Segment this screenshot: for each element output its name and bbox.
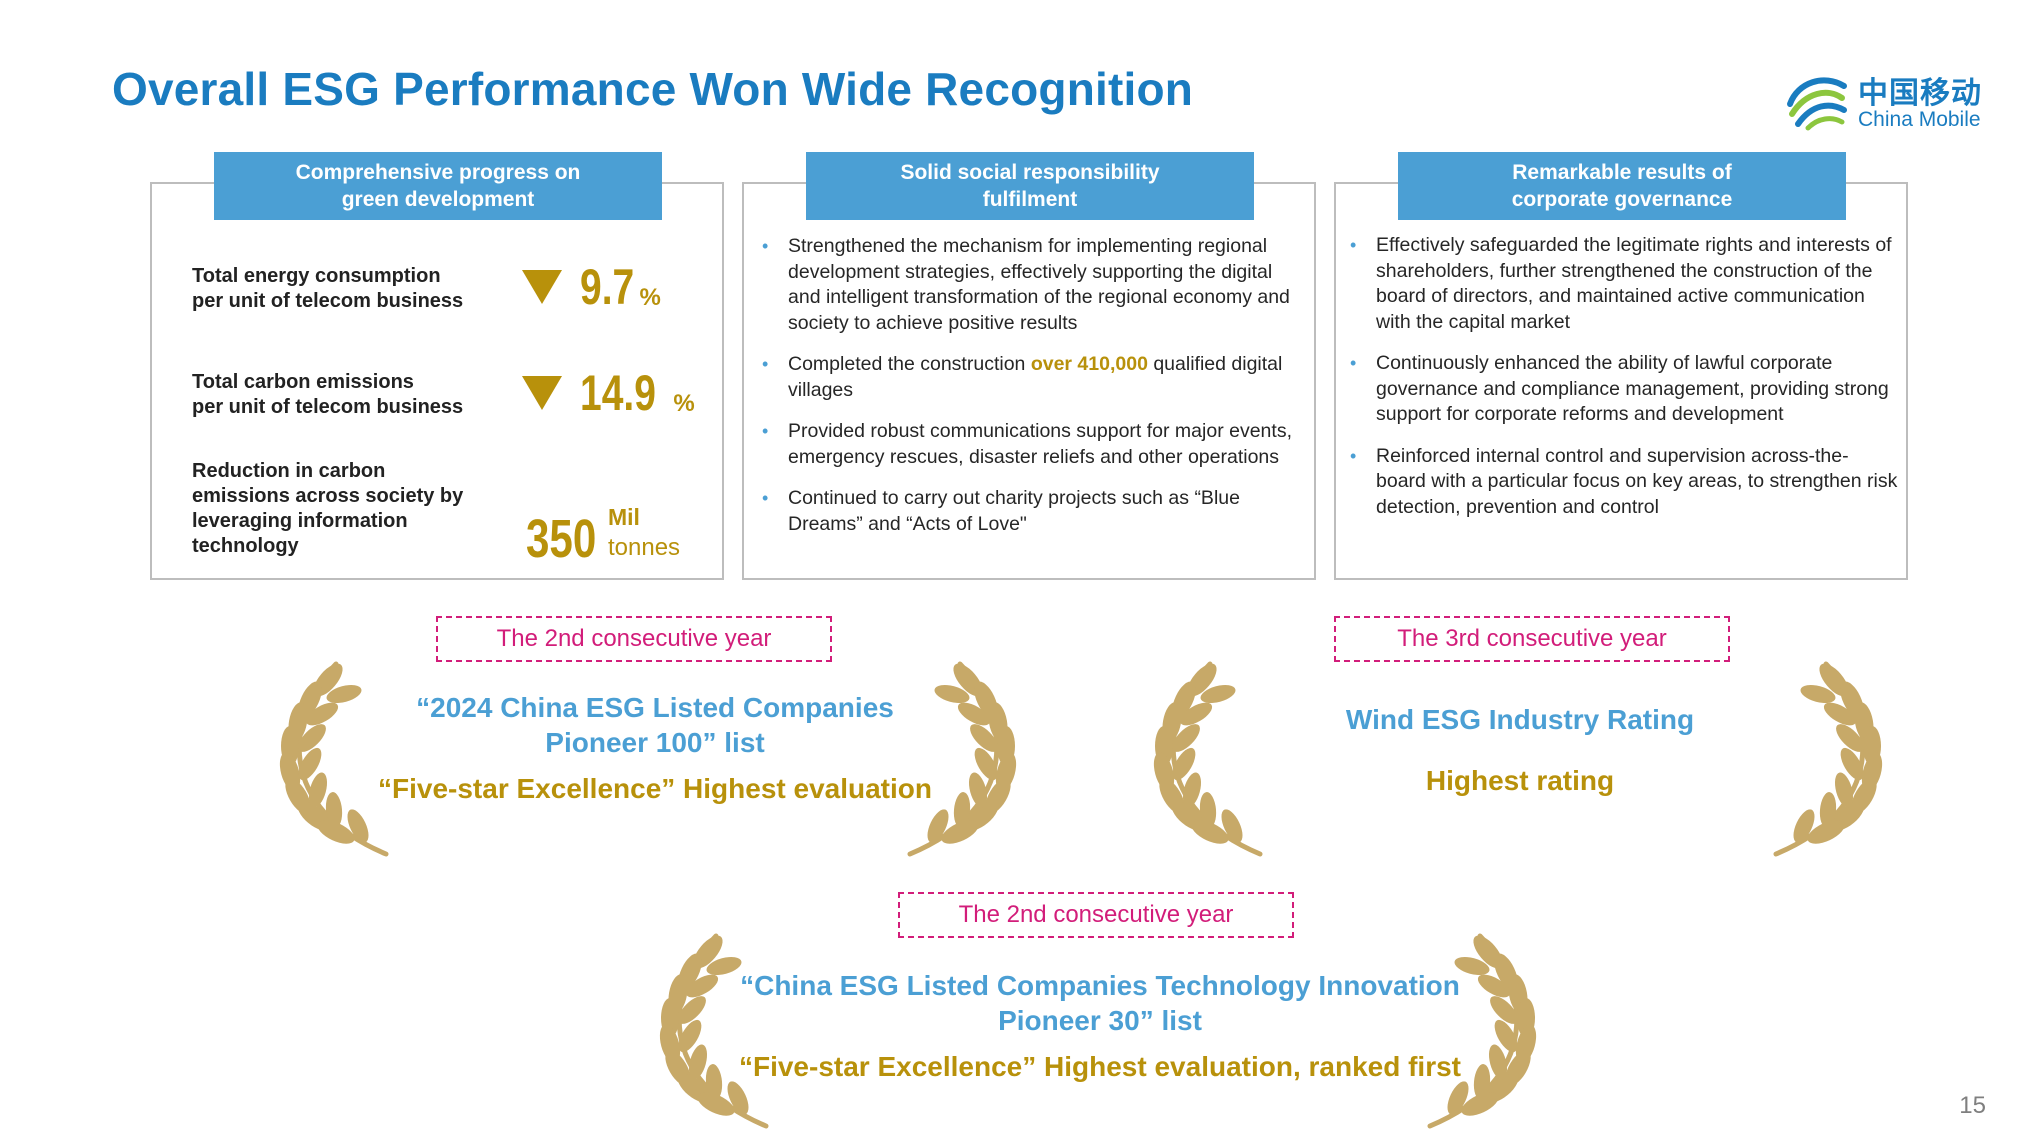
reduction-metric-value: 350 bbox=[526, 509, 597, 569]
list-item: Reinforced internal control and supervis… bbox=[1342, 444, 1898, 521]
award-rating: Highest rating bbox=[1425, 765, 1615, 796]
carbon-metric-label: Total carbon emissions per unit of telec… bbox=[192, 371, 464, 418]
award-title: “China ESG Listed Companies Technology I… bbox=[740, 970, 1460, 1036]
energy-metric-label: Total energy consumption per unit of tel… bbox=[192, 265, 464, 312]
reduction-unit-top: Mil bbox=[608, 504, 640, 530]
down-triangle-icon bbox=[522, 376, 562, 410]
award-title: Wind ESG Industry Rating bbox=[1345, 704, 1695, 735]
highlight-value: over 410,000 bbox=[1030, 353, 1148, 375]
china-mobile-logo: 中国移动 China Mobile bbox=[1784, 68, 1984, 132]
list-item: Strengthened the mechanism for implement… bbox=[754, 234, 1304, 336]
page-title: Overall ESG Performance Won Wide Recogni… bbox=[112, 63, 1194, 115]
consecutive-year-tag: The 3rd consecutive year bbox=[1334, 616, 1730, 662]
list-item: Completed the construction over 410,000 … bbox=[754, 352, 1304, 403]
consecutive-year-tag: The 2nd consecutive year bbox=[436, 616, 832, 662]
logo-english-text: China Mobile bbox=[1858, 108, 1981, 131]
carbon-metric-value: 14.9 % bbox=[522, 368, 695, 418]
laurel-right-icon bbox=[880, 658, 1030, 862]
consecutive-year-tag: The 2nd consecutive year bbox=[898, 892, 1294, 938]
china-mobile-swirl-icon bbox=[1787, 77, 1847, 131]
reduction-metric-label: Reduction in carbon emissions across soc… bbox=[192, 460, 464, 557]
green-development-heading: Comprehensive progress on green developm… bbox=[214, 152, 662, 220]
laurel-left-icon bbox=[1140, 658, 1290, 862]
green-development-panel bbox=[150, 182, 724, 580]
down-triangle-icon bbox=[522, 270, 562, 304]
social-responsibility-list: Strengthened the mechanism for implement… bbox=[754, 234, 1304, 553]
laurel-right-icon bbox=[1746, 658, 1896, 862]
list-item: Continued to carry out charity projects … bbox=[754, 486, 1304, 537]
corporate-governance-heading: Remarkable results of corporate governan… bbox=[1398, 152, 1846, 220]
logo-chinese-text: 中国移动 bbox=[1858, 76, 1982, 111]
list-item: Continuously enhanced the ability of law… bbox=[1342, 351, 1898, 428]
page-number: 15 bbox=[1959, 1092, 1986, 1119]
award-title: “2024 China ESG Listed Companies Pioneer… bbox=[416, 692, 894, 758]
award-rating: “Five-star Excellence” Highest evaluatio… bbox=[378, 773, 932, 804]
list-item: Effectively safeguarded the legitimate r… bbox=[1342, 233, 1898, 335]
laurel-left-icon bbox=[266, 658, 416, 862]
social-responsibility-heading: Solid social responsibility fulfilment bbox=[806, 152, 1254, 220]
award-rating: “Five-star Excellence” Highest evaluatio… bbox=[738, 1051, 1462, 1082]
reduction-unit-bottom: tonnes bbox=[608, 534, 681, 561]
corporate-governance-list: Effectively safeguarded the legitimate r… bbox=[1342, 233, 1898, 536]
energy-metric-value: 9.7 % bbox=[522, 262, 661, 312]
list-item: Provided robust communications support f… bbox=[754, 419, 1304, 470]
